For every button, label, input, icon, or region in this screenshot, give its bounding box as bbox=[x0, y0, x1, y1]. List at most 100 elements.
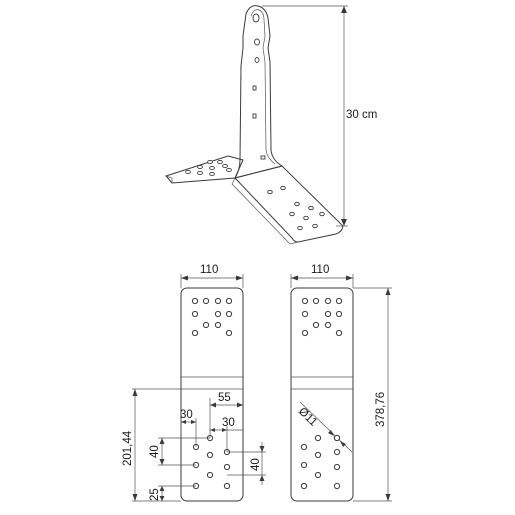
plate-outline bbox=[290, 287, 354, 502]
foot-hole bbox=[294, 201, 300, 207]
square-hole bbox=[260, 155, 266, 160]
foot-hole bbox=[185, 169, 191, 175]
foot-hole bbox=[197, 164, 203, 170]
hole bbox=[225, 310, 233, 318]
arrow-head bbox=[346, 275, 353, 281]
arrow-head bbox=[222, 428, 227, 432]
dim-label-30-a: 30 bbox=[180, 409, 193, 421]
square-hole bbox=[252, 113, 257, 119]
hole bbox=[314, 434, 322, 442]
slot-hole bbox=[252, 13, 260, 23]
hole bbox=[333, 482, 341, 490]
foot-hole bbox=[217, 159, 223, 165]
arrow-head bbox=[385, 494, 391, 501]
left-flat-view: 110 201,44 40 25 30 55 bbox=[122, 264, 266, 502]
foot-hole bbox=[267, 189, 273, 195]
right-flat-view: Ø11 110 378,76 bbox=[290, 264, 392, 502]
hole bbox=[206, 471, 214, 479]
arrow-head bbox=[132, 494, 138, 501]
foot-hole bbox=[207, 159, 213, 165]
plate-outline bbox=[180, 287, 244, 502]
arrow-head bbox=[341, 219, 347, 226]
hole bbox=[202, 321, 210, 329]
vertical-plate bbox=[233, 5, 284, 179]
dim-label-40-left: 40 bbox=[149, 445, 161, 458]
hole bbox=[300, 461, 308, 469]
hole bbox=[333, 448, 341, 456]
hole bbox=[335, 310, 343, 318]
hole bbox=[214, 297, 222, 305]
foot-hole bbox=[222, 163, 228, 169]
arrow-head bbox=[340, 441, 346, 447]
left-foot-edge bbox=[165, 175, 173, 183]
right-foot-plate bbox=[234, 165, 344, 243]
dim-label-total-height: 378,76 bbox=[375, 392, 387, 427]
arrow-head bbox=[237, 402, 243, 408]
dim-label-width-right: 110 bbox=[311, 264, 329, 276]
arrow-head bbox=[236, 275, 243, 281]
foot-hole bbox=[226, 167, 232, 173]
hole bbox=[214, 321, 222, 329]
arrow-head bbox=[259, 446, 265, 452]
dim-label-55: 55 bbox=[218, 392, 231, 404]
hole bbox=[324, 321, 332, 329]
arrow-head bbox=[159, 459, 165, 465]
dim-label-width-left: 110 bbox=[200, 264, 218, 276]
hole bbox=[301, 297, 309, 305]
hole bbox=[312, 297, 320, 305]
left-foot-plate bbox=[165, 155, 244, 184]
foot-hole bbox=[312, 223, 318, 229]
arrow-head bbox=[159, 486, 165, 491]
vertical-plate-edge bbox=[250, 9, 276, 165]
foot-hole bbox=[197, 170, 203, 176]
arrow-head bbox=[159, 438, 165, 444]
hole bbox=[214, 310, 222, 318]
arrow-head bbox=[132, 389, 138, 396]
foot-hole bbox=[297, 225, 303, 231]
dim-label-40-right: 40 bbox=[250, 458, 262, 471]
hole bbox=[300, 482, 308, 490]
arrow-head bbox=[328, 430, 334, 436]
arrow-head bbox=[210, 428, 215, 432]
arrow-head bbox=[191, 420, 196, 424]
arrow-head bbox=[181, 420, 186, 424]
hole bbox=[335, 297, 343, 305]
hole bbox=[225, 329, 233, 337]
hole bbox=[333, 434, 341, 442]
arrow-head bbox=[341, 6, 347, 13]
hole bbox=[300, 443, 308, 451]
arrow-head bbox=[210, 402, 216, 408]
hole bbox=[191, 310, 199, 318]
foot-hole bbox=[303, 215, 309, 221]
foot-hole bbox=[209, 171, 215, 177]
hole bbox=[191, 297, 199, 305]
slot-hole bbox=[254, 57, 260, 63]
hole bbox=[314, 451, 322, 459]
arrow-head bbox=[259, 475, 265, 481]
arrow-head bbox=[385, 288, 391, 295]
hole bbox=[225, 297, 233, 305]
foot-hole bbox=[209, 165, 215, 171]
arrow-head bbox=[159, 496, 165, 501]
foot-hole bbox=[319, 211, 325, 217]
hole bbox=[301, 329, 309, 337]
bracket-3d-view: 30 cm bbox=[165, 5, 377, 245]
dim-label-30cm: 30 cm bbox=[346, 109, 377, 121]
hole bbox=[206, 451, 214, 459]
dim-label-201: 201,44 bbox=[122, 430, 134, 466]
hole bbox=[223, 482, 231, 490]
hole bbox=[202, 297, 210, 305]
dim-label-diameter: Ø11 bbox=[296, 406, 319, 429]
hole bbox=[324, 310, 332, 318]
hole bbox=[191, 329, 199, 337]
hole bbox=[335, 329, 343, 337]
hole bbox=[333, 463, 341, 471]
foot-hole bbox=[308, 205, 314, 211]
foot-hole bbox=[289, 211, 295, 217]
hole bbox=[314, 471, 322, 479]
hole bbox=[324, 297, 332, 305]
square-hole bbox=[252, 85, 257, 91]
arrow-head bbox=[181, 275, 188, 281]
hole bbox=[223, 463, 231, 471]
